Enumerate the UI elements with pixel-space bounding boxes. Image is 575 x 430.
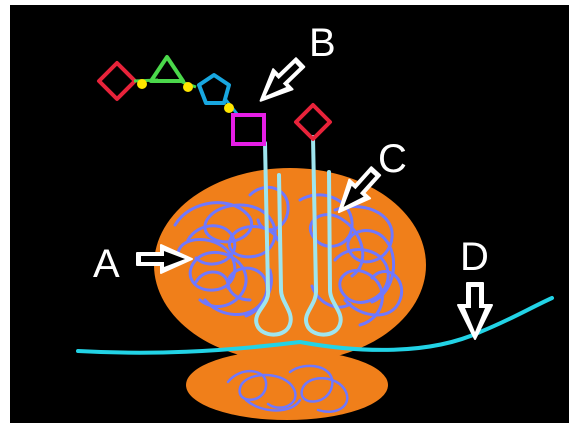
label-b: B (309, 21, 336, 65)
mrna-strand (76, 296, 554, 355)
rrna-coil-small (226, 364, 349, 413)
arrow-c-icon (337, 166, 382, 214)
small-subunit (186, 350, 388, 420)
linker-dot-3 (224, 103, 234, 113)
trna-left (254, 141, 293, 337)
diamond-red-right (294, 103, 332, 141)
square-magenta (231, 113, 266, 146)
linker-dot-1 (137, 79, 147, 89)
trna-right (304, 135, 343, 337)
diamond-red-left (97, 61, 137, 101)
label-c: C (378, 137, 407, 181)
arrow-b-icon (259, 57, 306, 102)
triangle-green (149, 55, 185, 83)
arrow-d-icon (457, 282, 493, 340)
pentagon-blue (197, 73, 231, 105)
arrow-a-icon (136, 244, 193, 274)
label-a: A (93, 242, 120, 286)
label-d: D (460, 235, 489, 279)
linker-dot-2 (183, 82, 193, 92)
sugar-chain (97, 55, 332, 146)
trna-hairpins (254, 135, 343, 337)
